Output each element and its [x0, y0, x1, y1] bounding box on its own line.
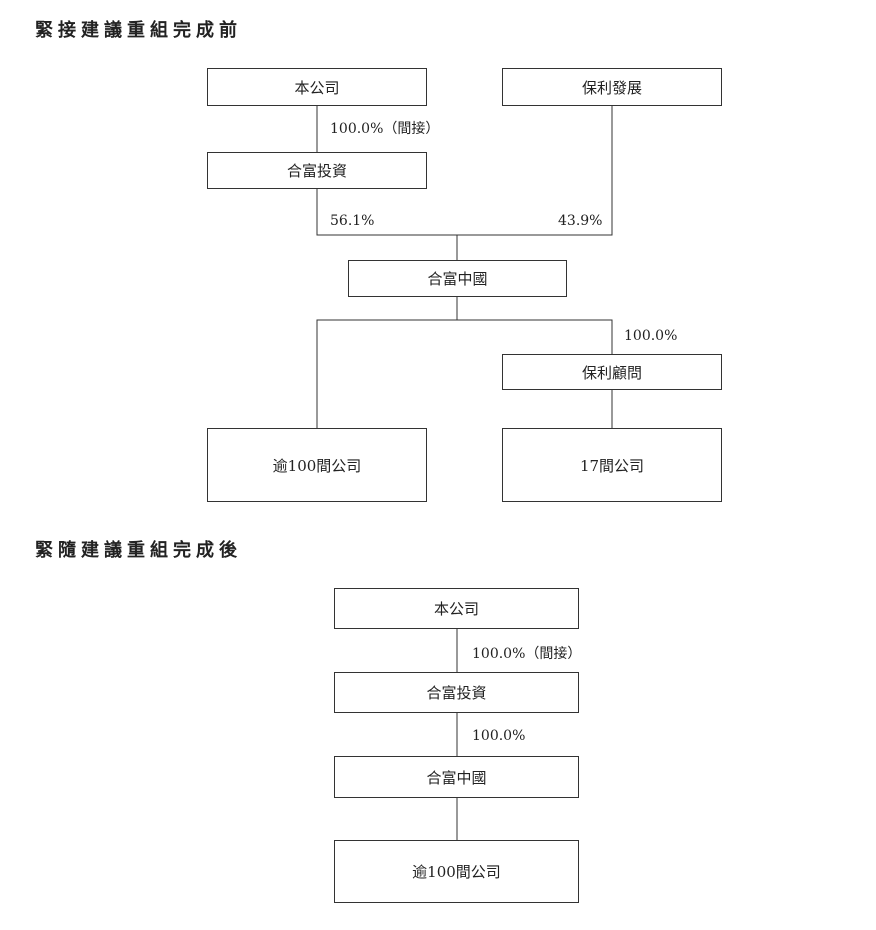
ownership-label: 100.0%（間接）	[472, 646, 582, 662]
before-heading: 緊接建議重組完成前	[35, 20, 242, 41]
after-heading: 緊隨建議重組完成後	[35, 540, 242, 561]
company-box: 本公司	[207, 68, 427, 106]
connector-line	[316, 105, 613, 236]
hefu-investment-box: 合富投資	[207, 152, 427, 189]
poly-consulting-box: 保利顧問	[502, 354, 722, 390]
ownership-label: 100.0%（間接）	[330, 121, 440, 137]
hefu-china-box: 合富中國	[348, 260, 567, 297]
ownership-label: 56.1%	[330, 213, 375, 229]
ownership-label: 100.0%	[624, 328, 678, 344]
ownership-label: 100.0%	[472, 728, 526, 744]
over-100-companies-box: 逾100間公司	[334, 840, 579, 903]
over-100-companies-box: 逾100間公司	[207, 428, 427, 502]
poly-development-box: 保利發展	[502, 68, 722, 106]
ownership-label: 43.9%	[558, 213, 603, 229]
hefu-china-box: 合富中國	[334, 756, 579, 798]
17-companies-box: 17間公司	[502, 428, 722, 502]
connector-line	[316, 319, 613, 428]
company-box: 本公司	[334, 588, 579, 629]
hefu-investment-box: 合富投資	[334, 672, 579, 713]
